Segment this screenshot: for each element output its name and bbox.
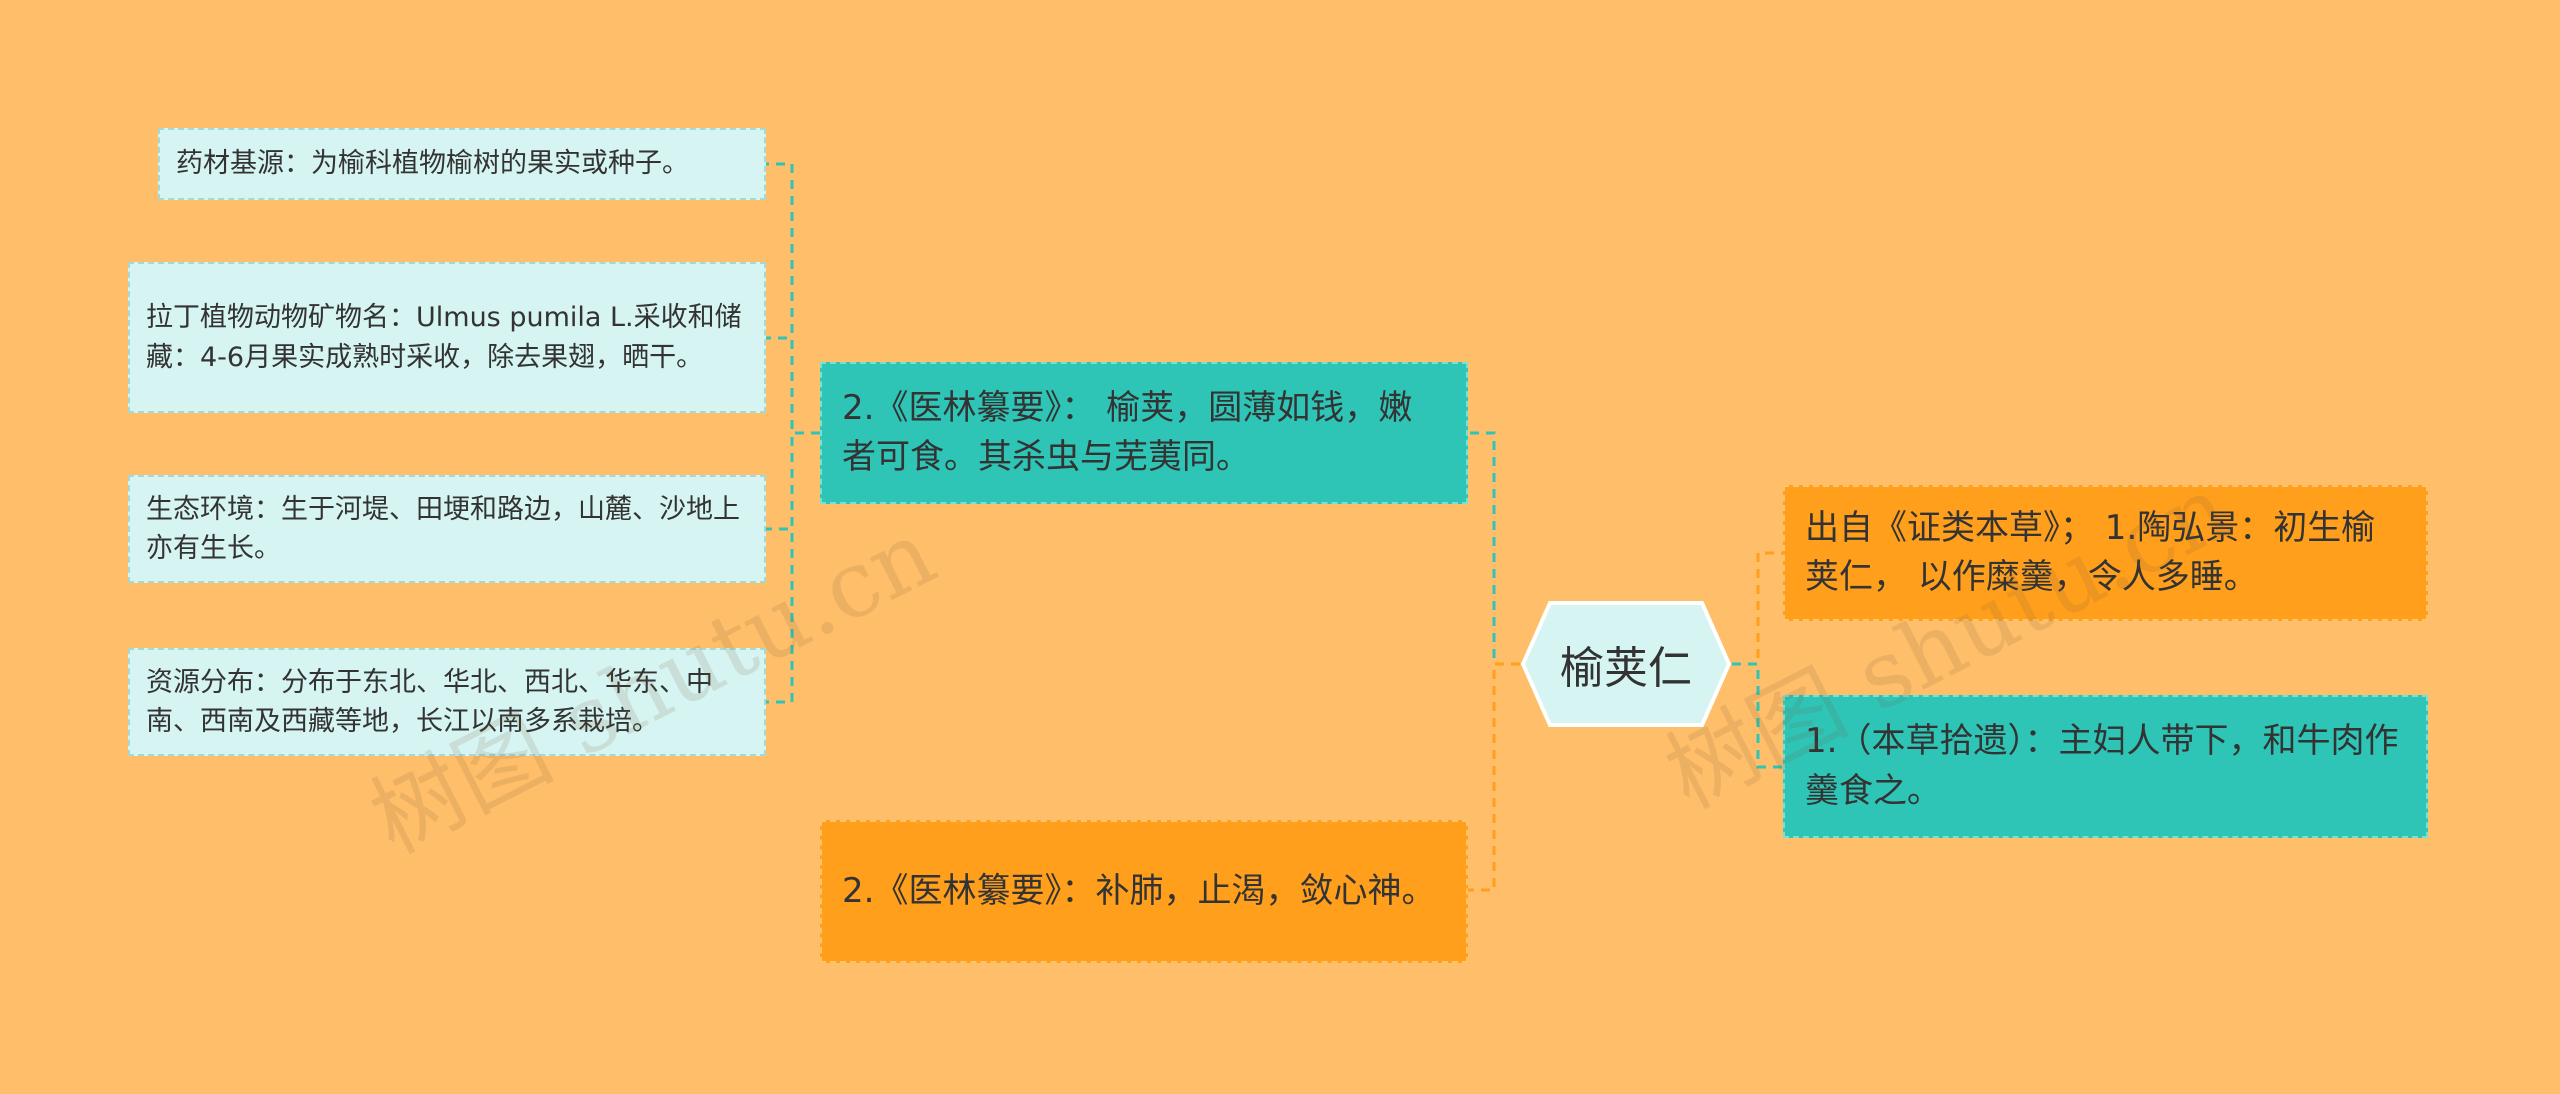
connector-l1-f2 (766, 336, 820, 435)
connector-l1-f3 (766, 431, 820, 531)
connector-root-r2 (1732, 662, 1783, 769)
connector-root-l2 (1468, 662, 1520, 892)
node-left-1-text: 2.《医林纂要》： 榆荚，圆薄如钱，嫩者可食。其杀虫与芜荑同。 (842, 387, 1413, 477)
leaf-node-1[interactable]: 药材基源：为榆科植物榆树的果实或种子。 (158, 128, 766, 200)
connector-l1-f1 (766, 162, 820, 435)
connector-l1-f4 (766, 431, 820, 704)
root-label: 榆荚仁 (1560, 643, 1692, 694)
root-hexagon-shape (1520, 601, 1732, 727)
node-left-2-text: 2.《医林纂要》：补肺，止渴，敛心神。 (842, 870, 1436, 911)
leaf-node-3-text: 生态环境：生于河堤、田埂和路边，山麓、沙地上亦有生长。 (146, 493, 740, 564)
leaf-node-2[interactable]: 拉丁植物动物矿物名：Ulmus pumila L.采收和储藏：4-6月果实成熟时… (128, 262, 766, 413)
leaf-node-4-text: 资源分布：分布于东北、华北、西北、华东、中南、西南及西藏等地，长江以南多系栽培。 (146, 666, 713, 737)
node-left-2[interactable]: 2.《医林纂要》：补肺，止渴，敛心神。 (820, 820, 1468, 963)
node-right-2[interactable]: 1.（本草拾遗）：主妇人带下，和牛肉作羹食之。 (1783, 695, 2428, 838)
node-right-1[interactable]: 出自《证类本草》； 1.陶弘景：初生榆荚仁， 以作糜羹，令人多睡。 (1783, 485, 2428, 621)
leaf-node-2-text: 拉丁植物动物矿物名：Ulmus pumila L.采收和储藏：4-6月果实成熟时… (146, 302, 742, 373)
connector-root-r1 (1732, 551, 1783, 666)
node-right-2-text: 1.（本草拾遗）：主妇人带下，和牛肉作羹食之。 (1805, 721, 2399, 811)
leaf-node-1-text: 药材基源：为榆科植物榆树的果实或种子。 (176, 148, 689, 180)
leaf-node-3[interactable]: 生态环境：生于河堤、田埂和路边，山麓、沙地上亦有生长。 (128, 475, 766, 583)
connector-root-l1 (1468, 431, 1520, 666)
root-node[interactable]: 榆荚仁 (1520, 600, 1732, 728)
node-right-1-text: 出自《证类本草》； 1.陶弘景：初生榆荚仁， 以作糜羹，令人多睡。 (1805, 507, 2376, 597)
node-left-1[interactable]: 2.《医林纂要》： 榆荚，圆薄如钱，嫩者可食。其杀虫与芜荑同。 (820, 362, 1468, 504)
leaf-node-4[interactable]: 资源分布：分布于东北、华北、西北、华东、中南、西南及西藏等地，长江以南多系栽培。 (128, 648, 766, 756)
